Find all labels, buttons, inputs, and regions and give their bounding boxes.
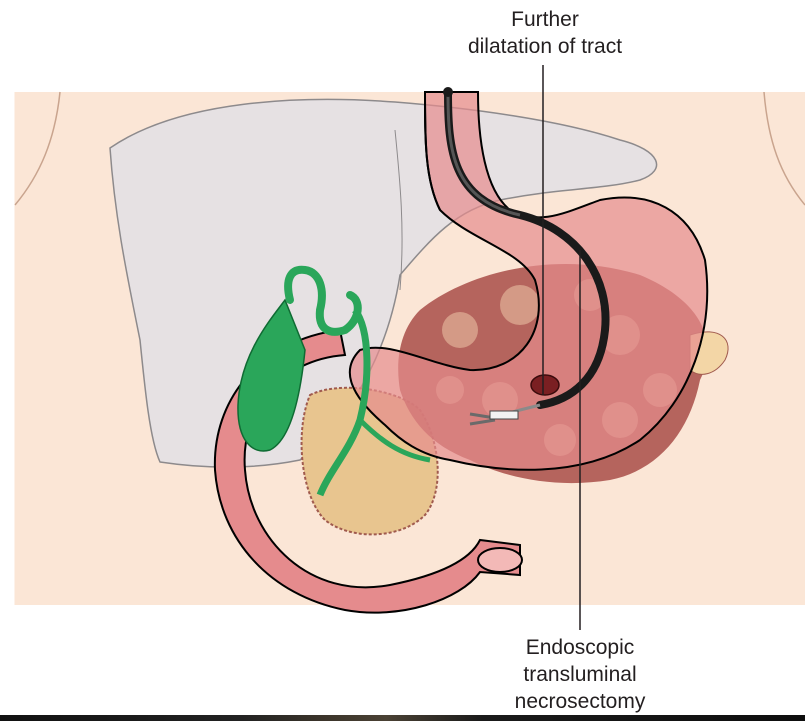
label-endoscopic-necrosectomy: Endoscopic transluminal necrosectomy (470, 634, 690, 715)
label-top-line-2: dilatation of tract (440, 33, 650, 60)
label-top-line-1: Further (440, 6, 650, 33)
label-bottom-line-1: Endoscopic (470, 634, 690, 661)
label-bottom-line-2: transluminal (470, 661, 690, 688)
label-bottom-line-3: necrosectomy (470, 688, 690, 715)
label-further-dilatation: Further dilatation of tract (440, 6, 650, 60)
bottom-photo-strip (0, 715, 805, 721)
